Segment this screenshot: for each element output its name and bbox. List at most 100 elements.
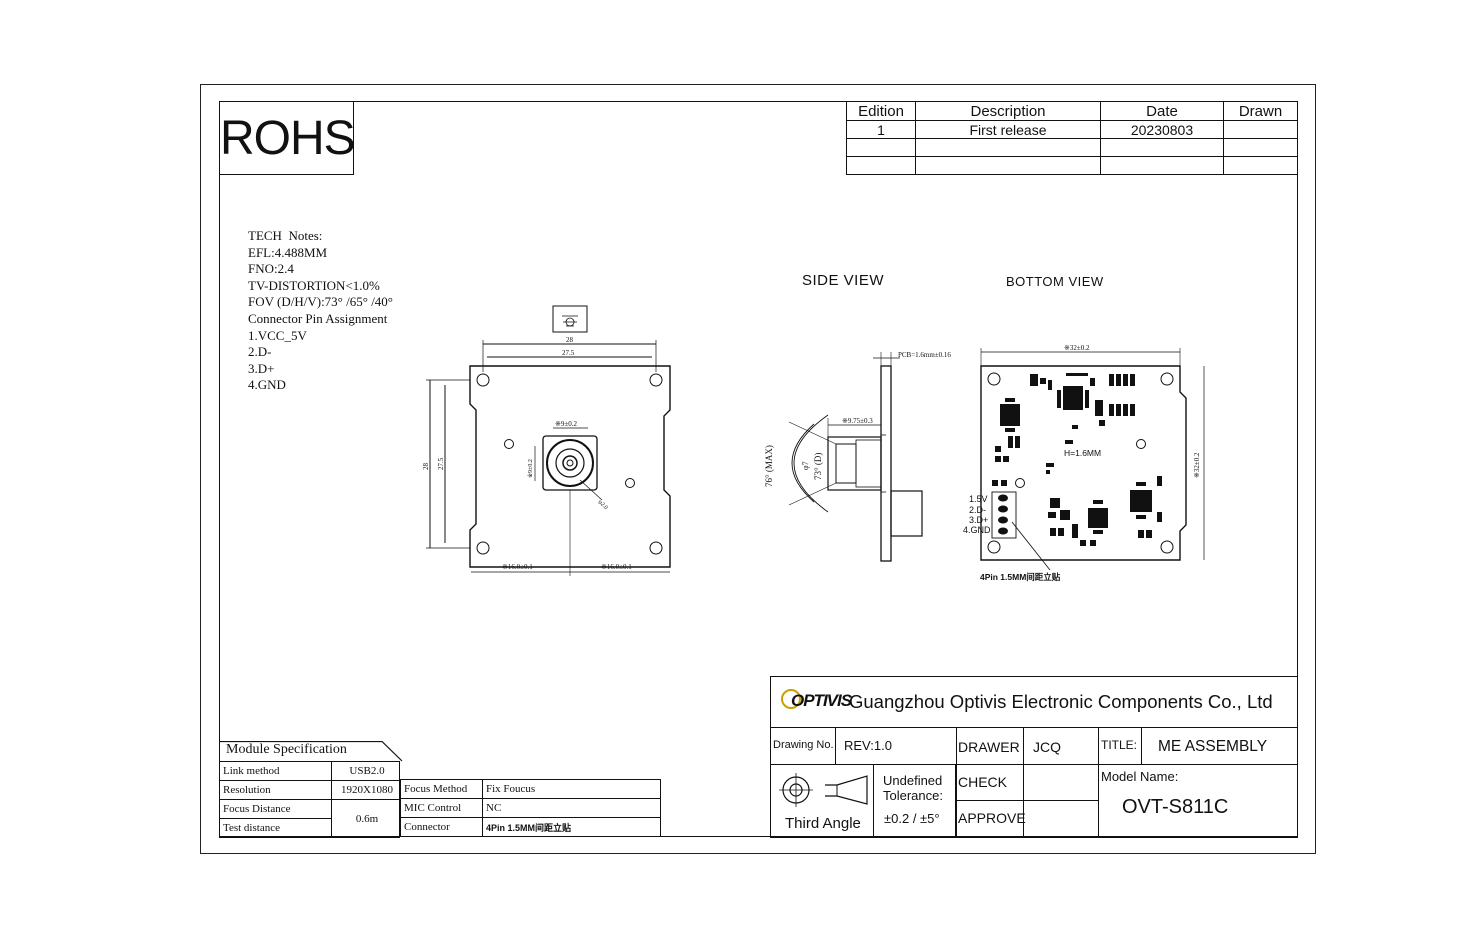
pcb-components: [992, 373, 1162, 546]
dim-text: ※32±0.2: [1064, 344, 1090, 352]
mounting-hole: [476, 373, 490, 387]
drawer-label: DRAWER: [958, 739, 1020, 755]
module-spec-table-right: Focus Method Fix Foucus MIC Control NC C…: [400, 779, 661, 837]
spec-label: Resolution: [219, 780, 332, 800]
tech-note-line: TV-DISTORTION<1.0%: [248, 277, 380, 293]
module-spec-table: Link method USB2.0 Resolution 1920X1080 …: [219, 761, 400, 838]
company-name: Guangzhou Optivis Electronic Components …: [849, 691, 1273, 712]
spec-label: Link method: [219, 761, 332, 781]
connector-note: 4Pin 1.5MM间距立贴: [980, 572, 1061, 582]
dim-text: PCB=1.6mm±0.16: [898, 351, 951, 359]
approve-label: APPROVE: [958, 810, 1026, 826]
tech-note-line: EFL:4.488MM: [248, 244, 328, 260]
dim-text: ※16.0±0.1: [601, 563, 632, 571]
spec-value: 0.6m: [331, 799, 400, 838]
spec-label: MIC Control: [400, 798, 483, 818]
tech-note-line: 4.GND: [248, 377, 286, 393]
dim-text: ※9±0.2: [527, 459, 534, 478]
dim-text: 28: [422, 463, 430, 471]
mounting-hole: [649, 373, 663, 387]
spec-value: Fix Foucus: [482, 779, 661, 799]
tech-note-line: 3.D+: [248, 360, 275, 376]
tech-note-line: FNO:2.4: [248, 261, 294, 277]
spec-value: NC: [482, 798, 661, 818]
lens-holder: [542, 435, 598, 491]
locating-hole: [625, 478, 635, 488]
side-connector: [890, 490, 923, 537]
company-logo: OPTIVIS: [781, 689, 852, 711]
check-label: CHECK: [958, 774, 1008, 790]
dim-text: ※9±0.2: [555, 420, 577, 428]
logo-ring-icon: [781, 689, 801, 709]
bottom-view: [980, 348, 1205, 571]
spec-label: Connector: [400, 817, 483, 837]
tolerance-label: Undefined Tolerance:: [883, 773, 943, 803]
revision-row: 1 First release 20230803: [846, 120, 1298, 139]
mounting-hole: [476, 541, 490, 555]
rohs-label: ROHS: [219, 101, 356, 175]
model-cell: [1098, 764, 1298, 838]
side-view-label: SIDE VIEW: [802, 272, 885, 289]
dim-text: φ2.0: [597, 499, 609, 511]
logo-text: OPTIVIS: [791, 691, 852, 710]
dim-text: φ7: [801, 461, 810, 470]
spec-value: 4Pin 1.5MM间距立贴: [482, 817, 661, 837]
pin-label: 2.D-: [969, 505, 986, 515]
pin-label: 1.5V: [969, 494, 988, 504]
spec-label: Focus Distance: [219, 799, 332, 819]
bottom-board-outline: [980, 365, 1187, 561]
spec-value: 1920X1080: [331, 780, 400, 800]
spec-value: USB2.0: [331, 761, 400, 781]
tolerance-value: ±0.2 / ±5°: [884, 811, 940, 826]
model-value: OVT-S811C: [1122, 796, 1229, 818]
title-block: OPTIVIS Guangzhou Optivis Electronic Com…: [770, 676, 1298, 838]
bottom-view-label: BOTTOM VIEW: [1006, 274, 1104, 289]
tech-note-line: 1.VCC_5V: [248, 327, 307, 343]
module-spec-title: Module Specification: [226, 742, 347, 757]
dim-text: 76° (MAX): [764, 445, 774, 487]
side-pcb: [880, 365, 892, 562]
mounting-hole: [987, 540, 1001, 554]
orientation-icon: [552, 305, 588, 333]
module-spec-title-tab: [219, 741, 403, 762]
dim-text: ※32±0.2: [1193, 452, 1201, 478]
outer-frame: [200, 84, 1316, 854]
mounting-hole: [987, 372, 1001, 386]
front-board-outline: [469, 365, 671, 568]
dim-text: 27.5: [437, 457, 445, 470]
tech-note-line: FOV (D/H/V):73° /65° /40°: [248, 294, 393, 310]
dim-text: 28: [566, 336, 574, 344]
title-label: TITLE:: [1101, 738, 1138, 752]
tech-note-line: Connector Pin Assignment: [248, 310, 388, 326]
dim-text: ※9.75±0.3: [842, 417, 873, 425]
pin-label: 4.GND: [963, 525, 991, 535]
revision-header-date: Date: [1100, 101, 1224, 121]
lens-barrel: [546, 439, 594, 487]
projection-label: Third Angle: [785, 815, 861, 832]
front-view: [426, 305, 671, 576]
model-label: Model Name:: [1101, 769, 1179, 784]
pin-label: 3.D+: [969, 515, 988, 525]
revision-cell: [1223, 156, 1298, 175]
spec-label: Focus Method: [400, 779, 483, 799]
revision-cell: First release: [915, 120, 1101, 139]
tech-note-line: 2.D-: [248, 344, 272, 360]
dim-text: H=1.6MM: [1064, 448, 1101, 458]
mounting-hole: [649, 541, 663, 555]
connector-footprint: [991, 491, 1017, 539]
side-view: [788, 352, 923, 562]
dim-text: ※16.0±0.1: [502, 563, 533, 571]
third-angle-symbol-icon: [779, 773, 868, 807]
drawing-no-label: Drawing No.: [773, 739, 834, 751]
spec-label: Test distance: [219, 818, 332, 838]
revision-row: [846, 156, 1298, 175]
dim-text: 27.5: [562, 349, 575, 357]
revision-table: Edition Description Date Drawn 1 First r…: [846, 101, 1298, 175]
drawing-border: [219, 101, 1298, 837]
tolerance-cell: [873, 764, 956, 838]
mounting-hole: [1160, 540, 1174, 554]
title-value: ME ASSEMBLY: [1158, 738, 1268, 755]
revision-header-edition: Edition: [846, 101, 916, 121]
